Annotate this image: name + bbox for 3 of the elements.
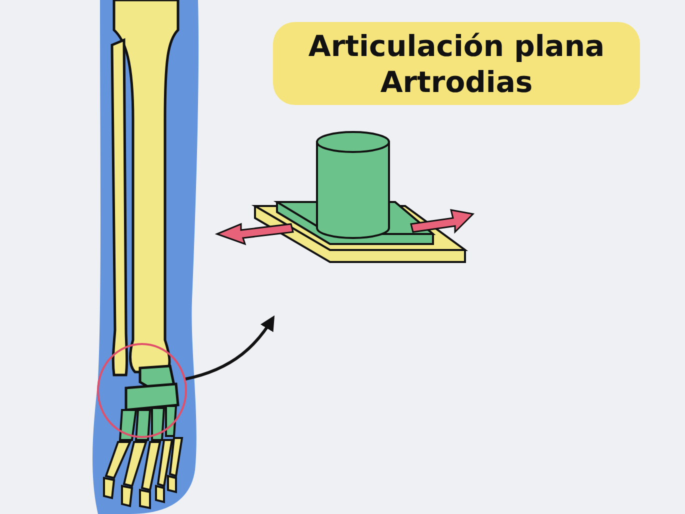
highlight-circle	[97, 343, 187, 438]
title-banner: Articulación plana Artrodias	[273, 22, 640, 105]
curved-arrow	[184, 315, 275, 381]
